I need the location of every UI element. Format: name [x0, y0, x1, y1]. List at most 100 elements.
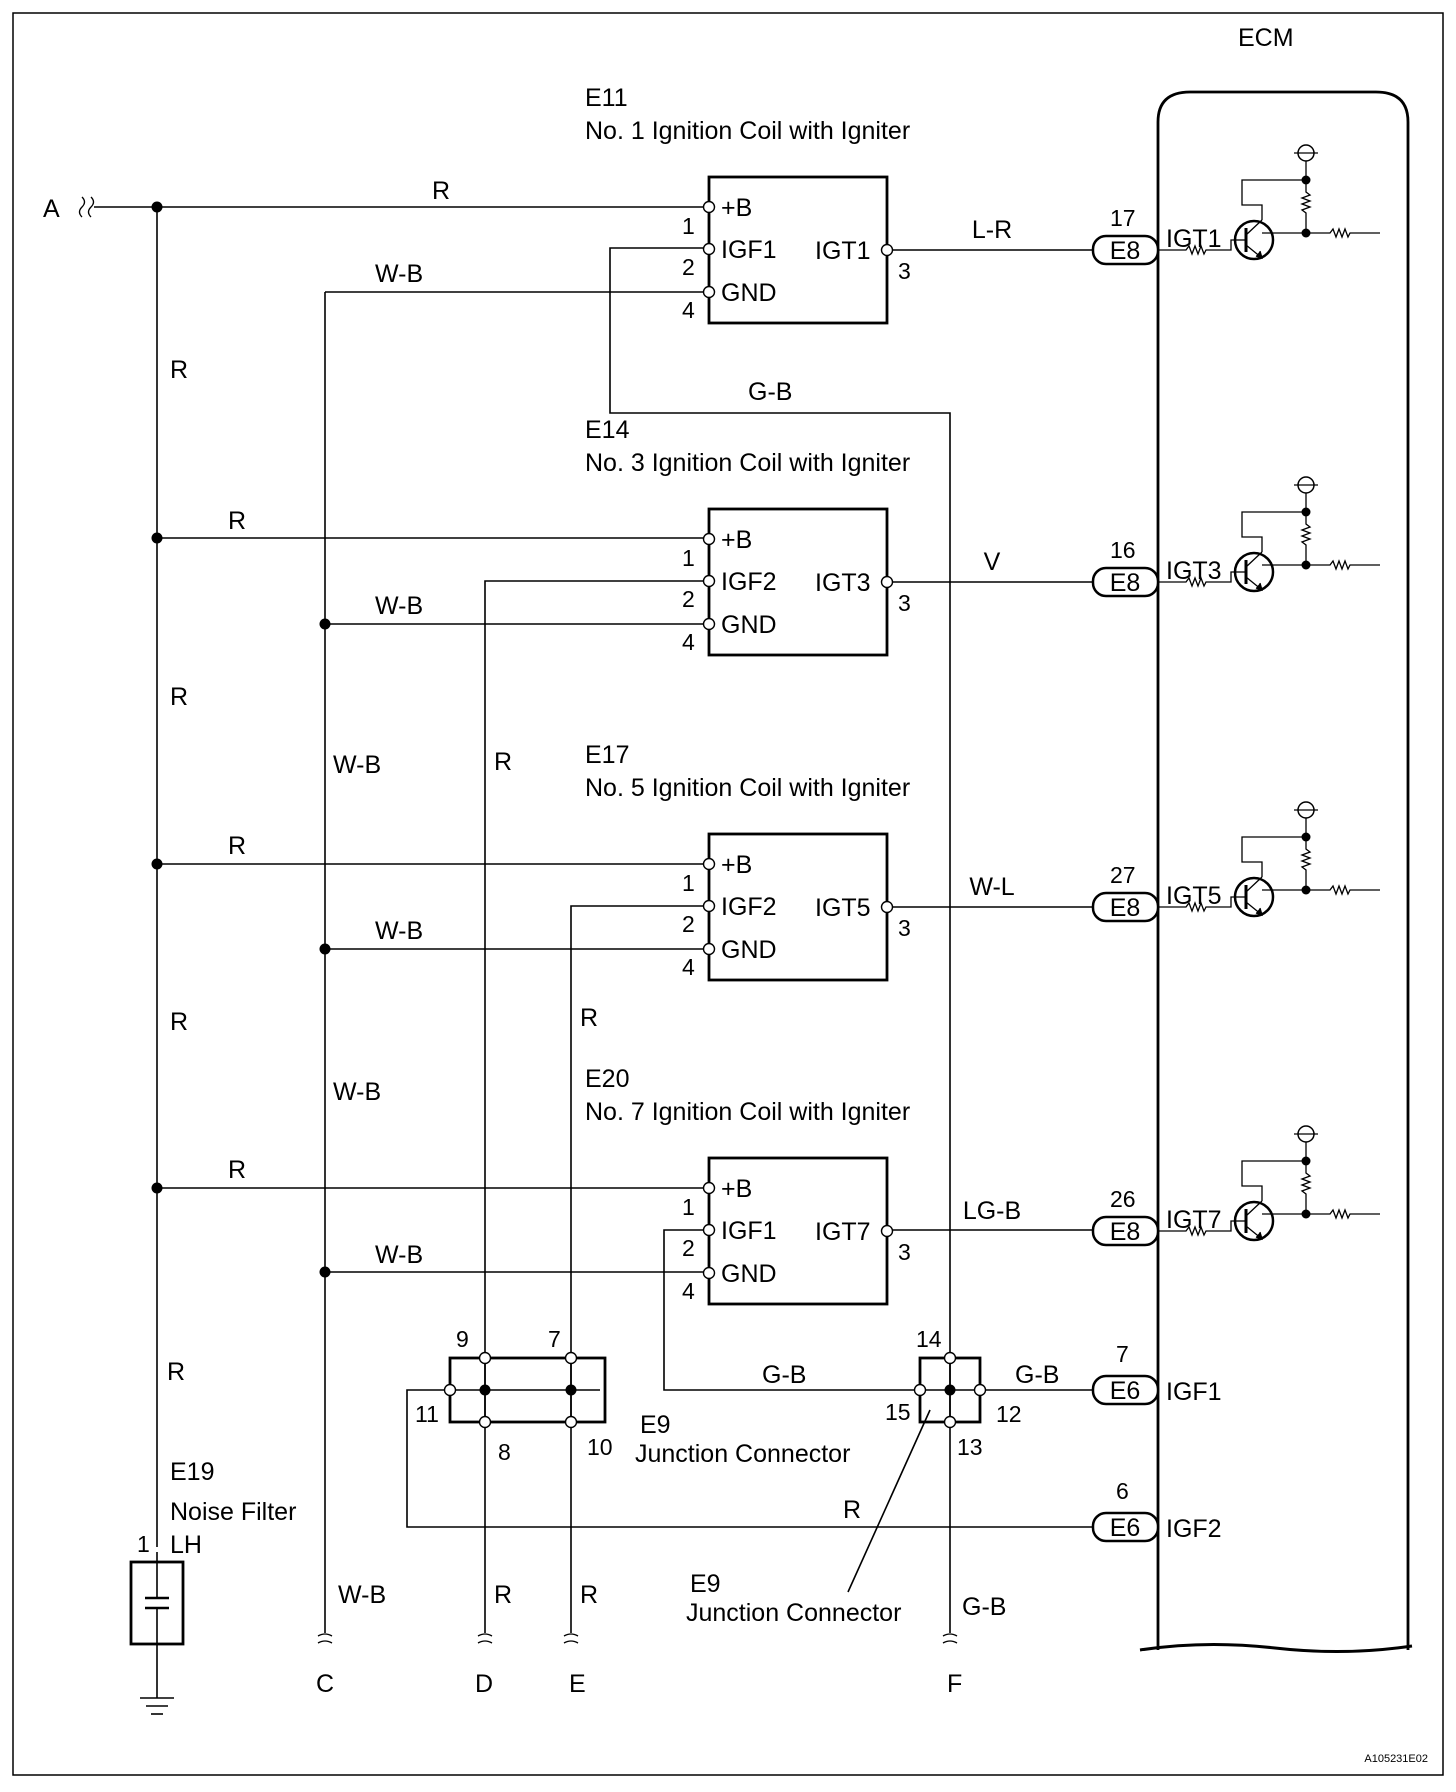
e11-coil-name: No. 1 Ignition Coil with Igniter — [585, 117, 910, 145]
e20-pin-num-4: 4 — [682, 1278, 695, 1304]
e14-coil-box — [707, 507, 889, 657]
noise-filter-pin: 1 — [137, 1531, 150, 1557]
e11-pin-num-1: 1 — [682, 213, 695, 239]
power-trunk-label-3: R — [170, 1008, 188, 1036]
e20-wire-b-label: R — [228, 1156, 246, 1184]
e17-coil-name: No. 5 Ignition Coil with Igniter — [585, 774, 910, 802]
wiring — [94, 206, 1093, 1715]
noise-filter-name: Noise Filter — [170, 1498, 296, 1526]
jl-pin-11: 11 — [415, 1401, 439, 1427]
e20-wire-gnd-label: W-B — [375, 1241, 423, 1269]
e20-ecm-connector-label: E8 — [1110, 1218, 1141, 1246]
e14-pin-num-4: 4 — [682, 629, 695, 655]
e14-ecm-driver — [1158, 476, 1380, 593]
e11-ecm-driver — [1158, 144, 1380, 261]
e14-ecm-connector-label: E8 — [1110, 569, 1141, 597]
e17-pin-igf-label: IGF2 — [721, 893, 777, 921]
power-trunk-label-4: R — [167, 1358, 185, 1386]
ecm-igf-connectors: E6 7 IGF1 E6 6 IGF2 — [1091, 1341, 1222, 1543]
igf1-bus-label-top: G-B — [748, 378, 792, 406]
ground-trunk-label-2: W-B — [333, 1078, 381, 1106]
junction-pins — [443, 1351, 987, 1429]
e14-coil-id: E14 — [585, 416, 630, 444]
jl-pin-8: 8 — [498, 1439, 511, 1465]
jr-pin-12: 12 — [996, 1401, 1022, 1427]
e11-wire-igt-label: L-R — [972, 216, 1012, 244]
e20-coil-name: No. 7 Ignition Coil with Igniter — [585, 1098, 910, 1126]
e14-pin-gnd-label: GND — [721, 611, 777, 639]
noise-filter-side: LH — [170, 1531, 202, 1559]
jr-pin-15: 15 — [885, 1399, 911, 1425]
e17-coil-id: E17 — [585, 741, 629, 769]
jl-pin-10: 10 — [587, 1434, 613, 1460]
e14-pin-igt-label: IGT3 — [815, 569, 871, 597]
ecm-igf2-connector: E6 — [1110, 1514, 1141, 1542]
e20-pin-b-label: +B — [721, 1175, 752, 1203]
jr-pin-14: 14 — [916, 1326, 942, 1352]
e17-wire-b-label: R — [228, 832, 246, 860]
e17-pin-gnd-label: GND — [721, 936, 777, 964]
e17-wire-igt-label: W-L — [969, 873, 1014, 901]
branch-label-d: D — [475, 1670, 493, 1698]
e17-ecm-connector-label: E8 — [1110, 894, 1141, 922]
e11-pin-num-3: 3 — [898, 258, 911, 284]
jr-id: E9 — [690, 1570, 721, 1598]
labels: A R R R R W-B W-B W-B G-B R R G-B G-B R … — [43, 195, 1428, 1765]
e20-ecm-driver — [1158, 1125, 1380, 1242]
e17-pin-igt-label: IGT5 — [815, 894, 871, 922]
jl-id: E9 — [640, 1411, 671, 1439]
bottom-wire-label-d: R — [494, 1581, 512, 1609]
e17-ecm-pin: 27 — [1110, 862, 1136, 888]
e20-pin-igt-label: IGT7 — [815, 1218, 871, 1246]
igf2-bus-label: R — [843, 1496, 861, 1524]
e11-ecm-pin: 17 — [1110, 205, 1136, 231]
branch-label-f: F — [947, 1670, 962, 1698]
e20-coil-id: E20 — [585, 1065, 629, 1093]
ecm-igf1-pin: 7 — [1116, 1341, 1129, 1367]
input-label: A — [43, 195, 60, 223]
e20-pin-num-1: 1 — [682, 1194, 695, 1220]
e20-pin-gnd-label: GND — [721, 1260, 777, 1288]
jr-pin-13: 13 — [957, 1434, 983, 1460]
ecm-igf2-signal: IGF2 — [1166, 1515, 1222, 1543]
e17-pin-num-2: 2 — [682, 911, 695, 937]
e17-pin-b-label: +B — [721, 851, 752, 879]
e17-pin-num-1: 1 — [682, 870, 695, 896]
ecm-label: ECM — [1238, 24, 1294, 52]
e20-wire-igt-label: LG-B — [963, 1197, 1021, 1225]
e20-pin-igf-label: IGF1 — [721, 1217, 777, 1245]
igf1-ecm-wire-label: G-B — [1015, 1361, 1059, 1389]
bottom-wire-label-e: R — [580, 1581, 598, 1609]
e11-pin-b-label: +B — [721, 194, 752, 222]
e14-pin-igf-label: IGF2 — [721, 568, 777, 596]
e11-ecm-connector-label: E8 — [1110, 237, 1141, 265]
igf2-wire-label-e: R — [580, 1004, 598, 1032]
e14-pin-num-3: 3 — [898, 590, 911, 616]
jl-pin-7: 7 — [548, 1326, 561, 1352]
e17-wire-gnd-label: W-B — [375, 917, 423, 945]
junction-dots — [151, 201, 956, 1396]
ecm-block: ECM — [1139, 24, 1413, 1654]
wave-breaks — [78, 196, 958, 1644]
ecm-igf1-connector: E6 — [1110, 1377, 1141, 1405]
e11-pin-igf-label: IGF1 — [721, 236, 777, 264]
e20-pin-num-2: 2 — [682, 1235, 695, 1261]
e17-pin-num-4: 4 — [682, 954, 695, 980]
e11-pin-igt-label: IGT1 — [815, 237, 871, 265]
e14-pin-b-label: +B — [721, 526, 752, 554]
branch-label-e: E — [569, 1670, 586, 1698]
outer-frame — [12, 12, 1444, 1776]
e17-ecm-driver — [1158, 801, 1380, 918]
jl-pin-9: 9 — [456, 1326, 469, 1352]
e11-coil-id: E11 — [585, 84, 628, 112]
jr-name: Junction Connector — [686, 1599, 901, 1627]
ground-trunk-label-1: W-B — [333, 751, 381, 779]
figure-id: A105231E02 — [1364, 1753, 1428, 1765]
e14-pin-num-1: 1 — [682, 545, 695, 571]
e11-pin-gnd-label: GND — [721, 279, 777, 307]
